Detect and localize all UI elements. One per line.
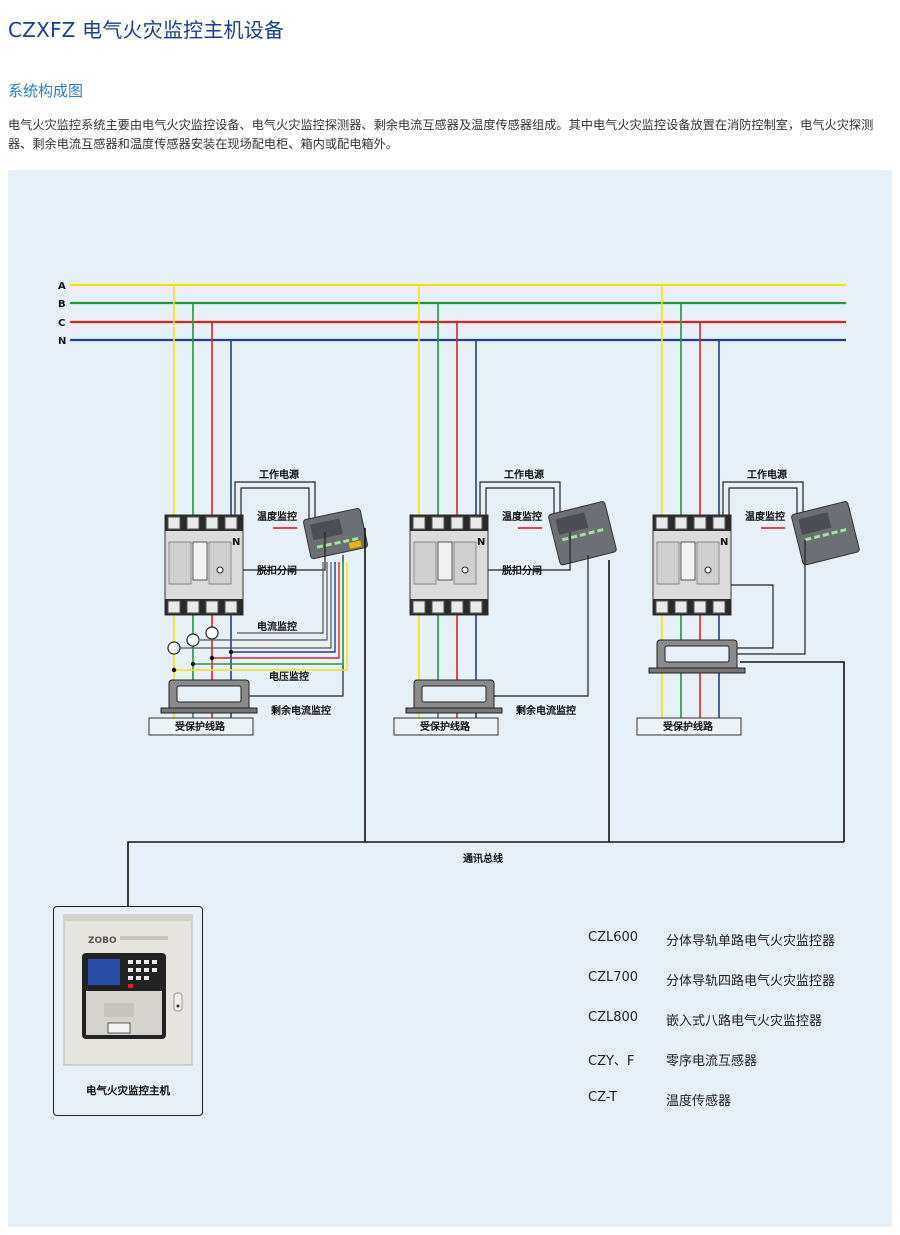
legend-code: CZ-T	[588, 1090, 618, 1105]
protected-line-label: 受保护线路	[420, 720, 471, 733]
voltage-label: 电压监控	[269, 670, 309, 683]
current-ct-ring	[205, 626, 219, 640]
protected-line-box: 受保护线路	[636, 717, 742, 736]
page-title: CZXFZ 电气火灾监控主机设备	[8, 18, 285, 42]
circuit-breaker: N	[652, 514, 732, 616]
legend-code: CZY、F	[588, 1054, 635, 1069]
circuit-breaker: N	[409, 514, 489, 616]
trip-wire	[243, 532, 326, 571]
residual-label: 剩余电流监控	[516, 704, 576, 717]
legend-code: CZL800	[588, 1010, 639, 1025]
legend-desc: 零序电流互感器	[666, 1054, 758, 1069]
trip-wire	[731, 584, 774, 649]
fire-monitor-device	[303, 507, 368, 560]
legend-item: CZY、F 零序电流互感器	[588, 1050, 835, 1090]
breaker-neutral-label: N	[232, 537, 240, 548]
legend-item: CZ-T 温度传感器	[588, 1090, 835, 1130]
legend-item: CZL800 嵌入式八路电气火灾监控器	[588, 1010, 835, 1050]
fire-monitor-device	[791, 501, 860, 566]
residual-wire	[737, 540, 806, 655]
circuit-breaker: N	[164, 514, 244, 616]
temp-label: 温度监控	[502, 510, 542, 523]
trip-wire	[488, 532, 571, 571]
host-label: 电气火灾监控主机	[86, 1085, 170, 1097]
current-ct-ring	[167, 641, 181, 655]
comm-drop-3	[740, 661, 845, 842]
comm-bus-line	[127, 841, 844, 906]
bus-label: B	[58, 299, 66, 310]
bus-label: C	[58, 318, 65, 329]
comm-bus	[127, 528, 845, 906]
trip-label: 脱扣分闸	[502, 564, 542, 577]
fire-monitor-device	[548, 501, 617, 566]
residual-label: 剩余电流监控	[271, 704, 331, 717]
breaker-neutral-label: N	[720, 537, 728, 548]
power-wire	[485, 487, 555, 520]
section-title: 系统构成图	[8, 82, 84, 100]
legend-item: CZL700 分体导轨四路电气火灾监控器	[588, 970, 835, 1010]
residual-current-transformer	[160, 679, 258, 714]
legend: CZL600 分体导轨单路电气火灾监控器 CZL700 分体导轨四路电气火灾监控…	[588, 930, 835, 1130]
current-label: 电流监控	[257, 620, 297, 633]
legend-desc: 温度传感器	[666, 1094, 732, 1109]
bus-label: A	[58, 281, 66, 292]
bus-label: N	[58, 336, 66, 347]
temp-label: 温度监控	[257, 510, 297, 523]
host-brand: ZOBO	[88, 936, 117, 946]
legend-code: CZL700	[588, 970, 639, 985]
protected-line-box: 受保护线路	[393, 717, 499, 736]
breaker-neutral-label: N	[477, 537, 485, 548]
protected-line-box: 受保护线路	[148, 717, 254, 736]
power-wire	[234, 481, 316, 520]
power-wire	[722, 481, 804, 520]
host-device-icon: ZOBO	[63, 914, 193, 1066]
host-panel: ZOBO 电气火灾监控主机	[53, 906, 203, 1116]
power-label: 工作电源	[504, 468, 544, 481]
protected-line-label: 受保护线路	[175, 720, 226, 733]
current-ct-ring	[186, 633, 200, 647]
legend-desc: 分体导轨单路电气火灾监控器	[666, 934, 836, 949]
residual-wire	[494, 555, 589, 697]
protected-line-label: 受保护线路	[663, 720, 714, 733]
power-wire	[728, 487, 798, 520]
legend-item: CZL600 分体导轨单路电气火灾监控器	[588, 930, 835, 970]
legend-desc: 嵌入式八路电气火灾监控器	[666, 1014, 823, 1029]
comm-bus-label: 通讯总线	[463, 852, 503, 865]
residual-current-transformer	[648, 639, 746, 674]
legend-desc: 分体导轨四路电气火灾监控器	[666, 974, 836, 989]
legend-code: CZL600	[588, 930, 639, 945]
intro-paragraph: 电气火灾监控系统主要由电气火灾监控设备、电气火灾监控探测器、剩余电流互感器及温度…	[8, 118, 874, 151]
power-label: 工作电源	[747, 468, 787, 481]
power-wire	[479, 481, 561, 520]
power-wire	[240, 487, 310, 520]
trip-label: 脱扣分闸	[257, 564, 297, 577]
residual-current-transformer	[405, 679, 503, 714]
temp-label: 温度监控	[745, 510, 785, 523]
power-label: 工作电源	[259, 468, 299, 481]
